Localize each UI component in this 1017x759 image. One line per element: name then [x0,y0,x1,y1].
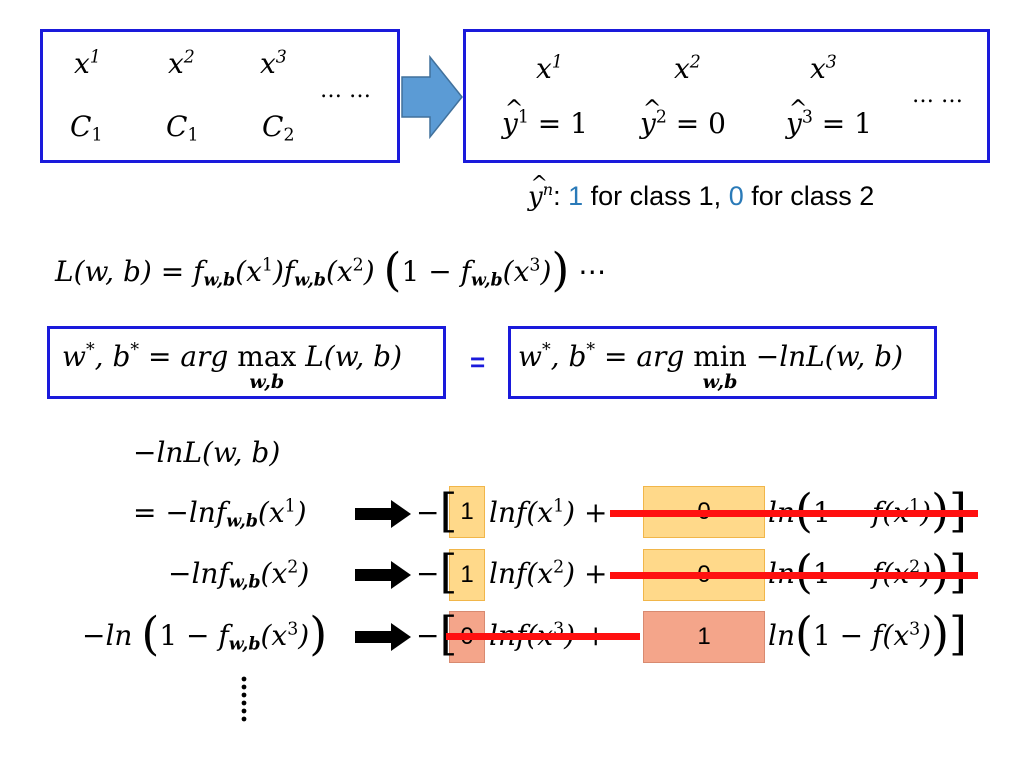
label-caption: yn: 1 for class 1, 0 for class 2 [528,173,875,212]
right-arrow-icon [401,55,463,139]
likelihood-formula: L(w, b) = fw,b(x1)fw,b(x2) (1 − fw,b(x3)… [55,242,607,297]
sample-x1: x1 [74,47,101,80]
row3-strike [446,633,640,640]
row1-left: = −lnfw,b(x1) [133,496,307,532]
class-c1-b: C1 [166,110,199,146]
row2-strike [610,572,978,579]
row3-term-b: ln(1 − f(x3))] [768,606,967,661]
row1-strike [610,510,978,517]
argmin-box [508,326,937,399]
samples-box [40,29,400,163]
label-y2: y2 = 0 [640,98,726,138]
neg-log-likelihood: −lnL(w, b) [133,436,281,469]
equals-sign: = [470,347,486,377]
row2-coeff-a: 1 [449,549,485,601]
row2-term-a: lnf(x2) + [489,557,608,590]
row1-arrow-icon [355,500,411,528]
class-c1-a: C1 [70,110,103,146]
ellipsis-left: … … [320,78,371,103]
sample-x2: x2 [168,47,195,80]
vertical-ellipsis-icon [241,676,247,722]
caption-class1: for class 1, [583,181,729,211]
row3-coeff-b: 1 [643,611,765,663]
label-y1: y1 = 1 [502,98,588,138]
caption-one: 1 [568,181,584,211]
caption-zero: 0 [728,181,744,211]
label-x2: x2 [674,52,701,85]
label-x3: x3 [810,52,837,85]
row1-coeff-a: 1 [449,486,485,538]
argmax-box [47,326,446,399]
row1-term-a: lnf(x1) + [489,496,608,529]
caption-prefix: : [553,181,569,211]
class-c2: C2 [262,110,295,146]
sample-x3: x3 [260,47,287,80]
label-y3: y3 = 1 [786,98,872,138]
row3-arrow-icon [355,623,411,651]
caption-class2: for class 2 [743,181,875,211]
row3-left: −ln (1 − fw,b(x3)) [82,606,328,661]
label-x1: x1 [536,52,563,85]
row2-arrow-icon [355,561,411,589]
ellipsis-right: … … [912,83,963,108]
row2-bracket-open: −[ [416,544,458,599]
labels-box [463,29,990,163]
row2-left: −lnfw,b(x2) [168,557,310,593]
row1-bracket-open: −[ [416,483,458,538]
